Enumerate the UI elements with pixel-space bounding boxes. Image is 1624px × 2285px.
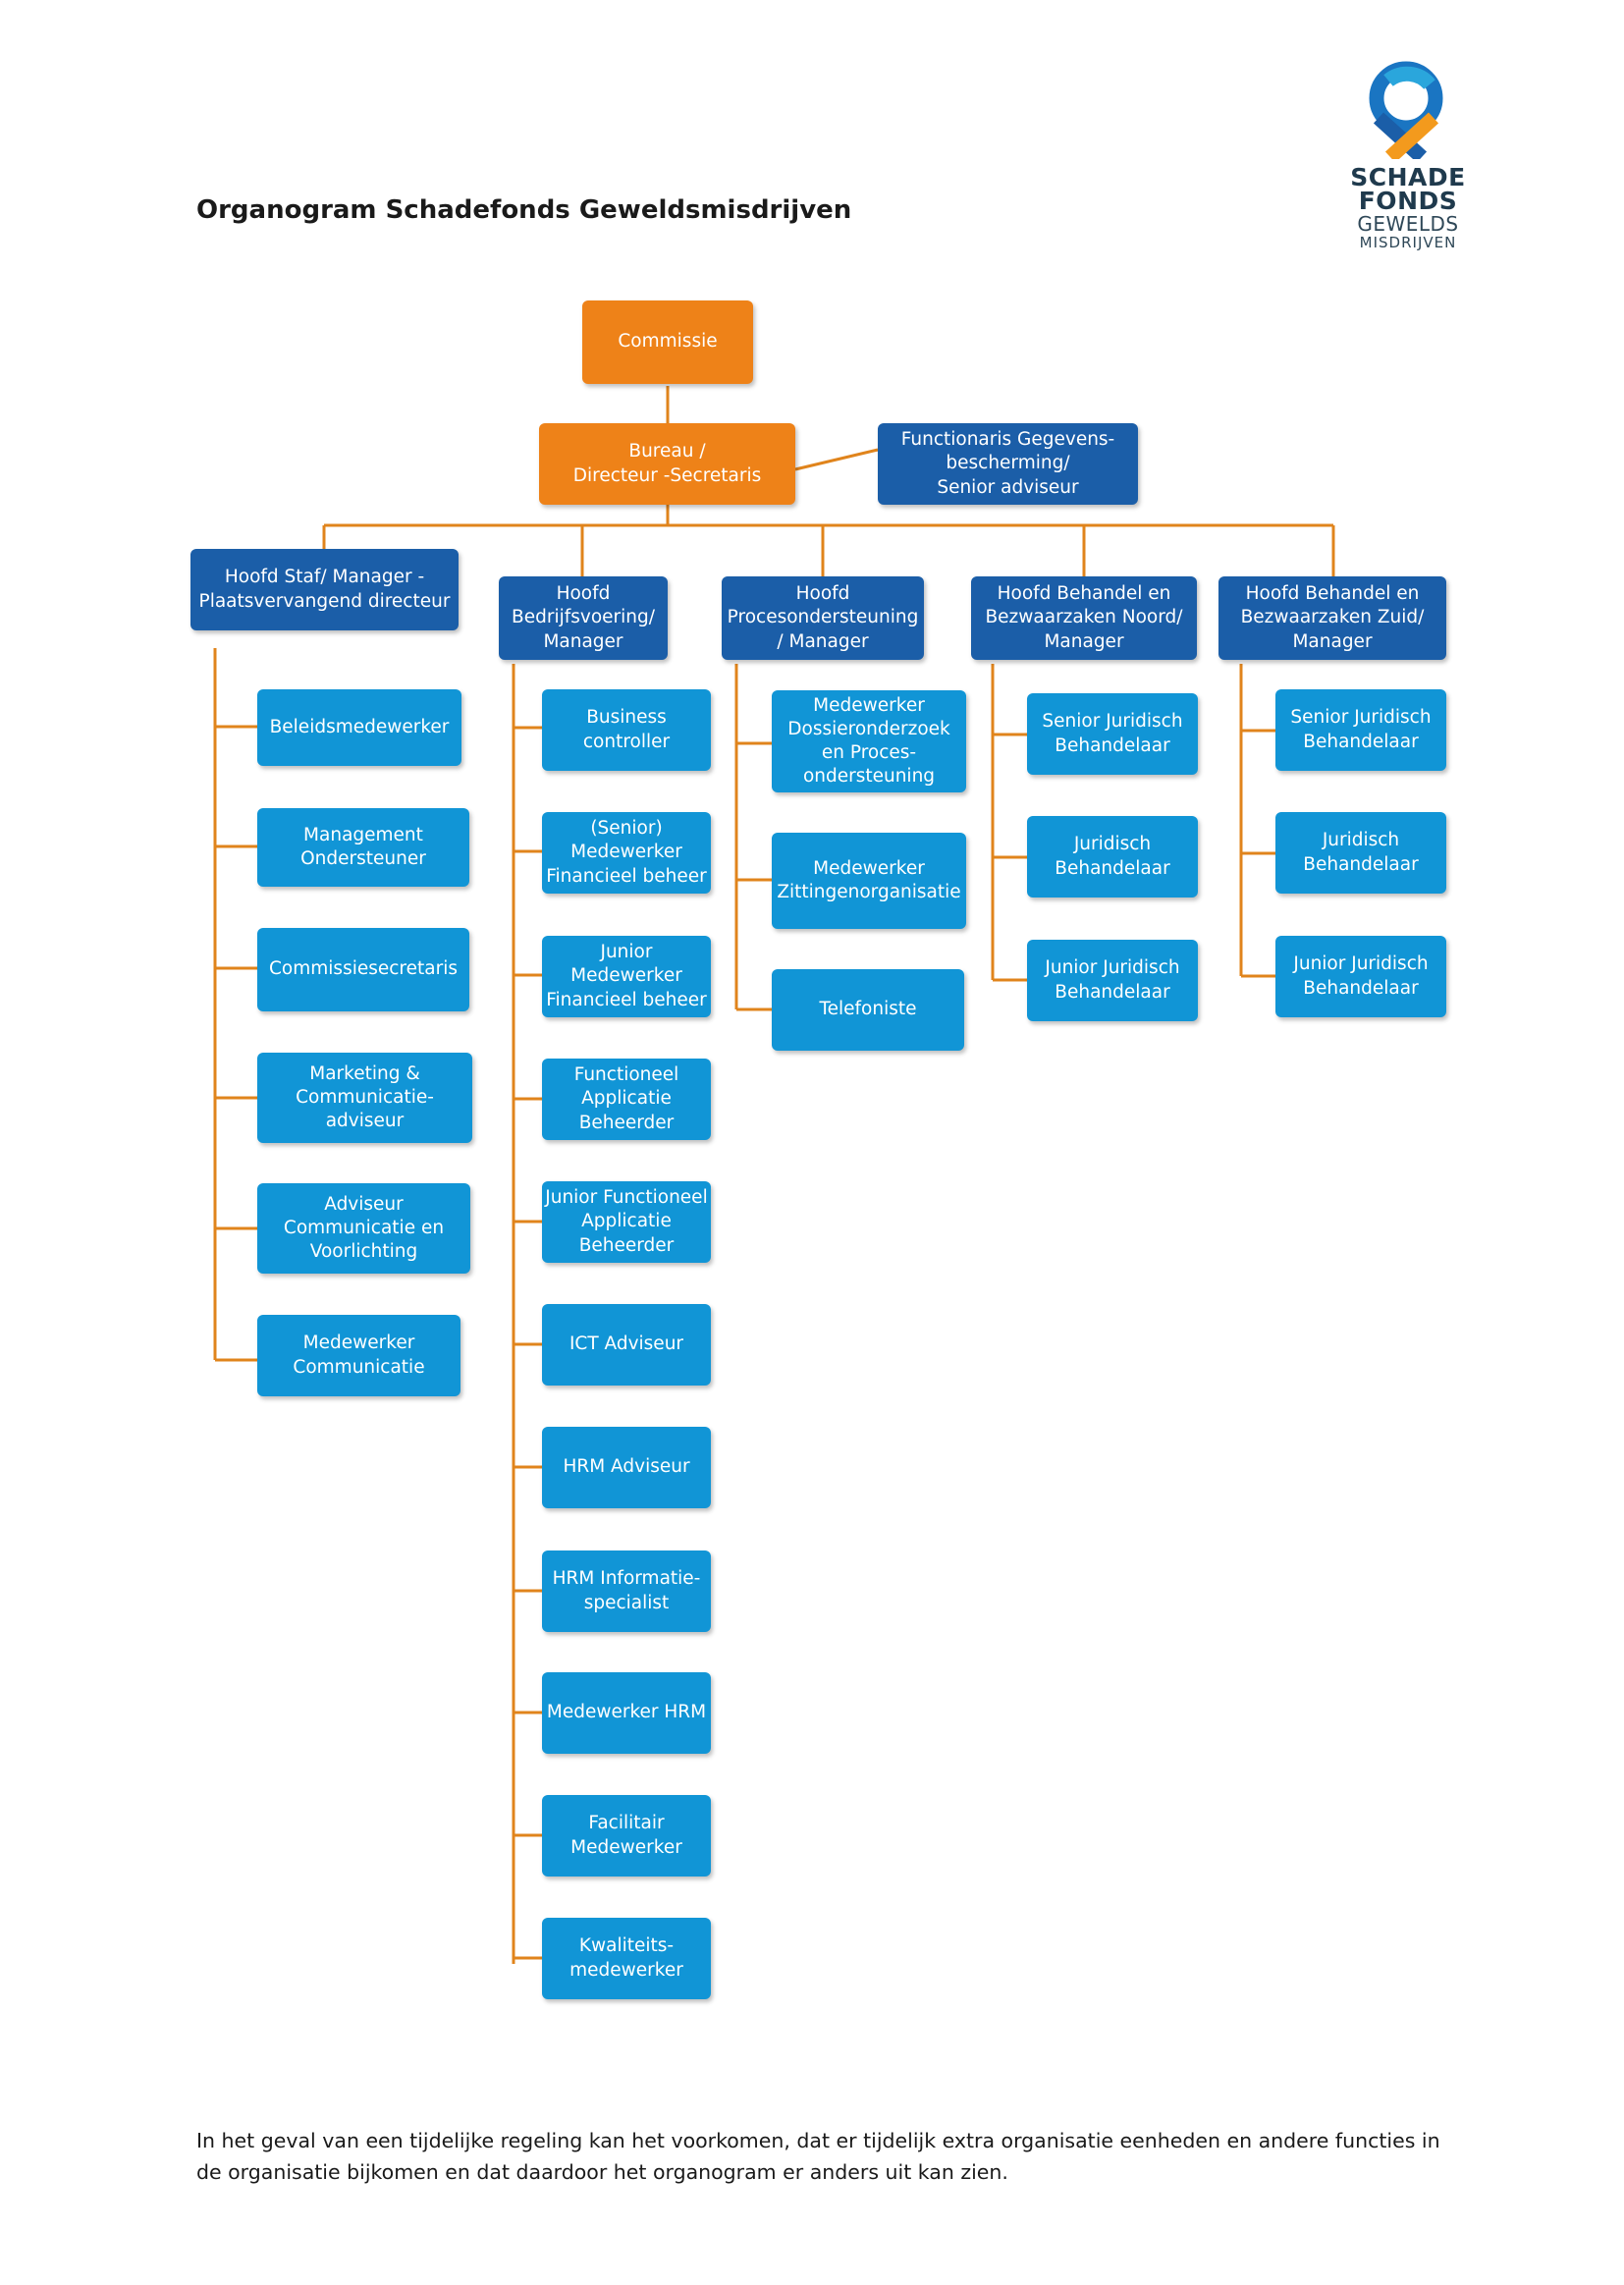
unit-bv-kwaliteitsmedewerker: Kwaliteits- medewerker [542, 1918, 711, 1999]
unit-bv-senior-medewerker-financieel: (Senior) Medewerker Financieel beheer [542, 812, 711, 894]
unit-bv-hrm-adviseur: HRM Adviseur [542, 1427, 711, 1508]
logo-icon [1369, 61, 1443, 159]
unit-noord-junior-juridisch-behandelaar: Junior Juridisch Behandelaar [1027, 940, 1198, 1021]
unit-staf-management-ondersteuner: Management Ondersteuner [257, 808, 469, 887]
logo-line-4: MISDRIJVEN [1359, 234, 1457, 251]
unit-staf-commissiesecretaris: Commissiesecretaris [257, 928, 469, 1011]
unit-bv-facilitair-medewerker: Facilitair Medewerker [542, 1795, 711, 1877]
unit-po-telefoniste: Telefoniste [772, 969, 964, 1051]
unit-po-medewerker-dossieronderzoek: Medewerker Dossieronderzoek en Proces- o… [772, 690, 966, 792]
unit-staf-beleidsmedewerker: Beleidsmedewerker [257, 689, 461, 766]
schadefonds-logo: SCHADE FONDS GEWELDS MISDRIJVEN [1349, 61, 1467, 257]
head-noord-box: Hoofd Behandel en Bezwaarzaken Noord/ Ma… [971, 576, 1197, 660]
head-zuid-box: Hoofd Behandel en Bezwaarzaken Zuid/ Man… [1218, 576, 1446, 660]
unit-zuid-junior-juridisch-behandelaar: Junior Juridisch Behandelaar [1275, 936, 1446, 1017]
unit-zuid-senior-juridisch-behandelaar: Senior Juridisch Behandelaar [1275, 689, 1446, 771]
unit-noord-juridisch-behandelaar: Juridisch Behandelaar [1027, 816, 1198, 898]
unit-bv-junior-medewerker-financieel: Junior Medewerker Financieel beheer [542, 936, 711, 1017]
unit-bv-junior-functioneel-applicatie-beheerder: Junior Functioneel Applicatie Beheerder [542, 1181, 711, 1263]
unit-bv-business-controller: Business controller [542, 689, 711, 771]
logo-line-2: FONDS [1358, 187, 1458, 215]
unit-bv-hrm-informatiespecialist: HRM Informatie- specialist [542, 1551, 711, 1632]
unit-staf-marketing-communicatie: Marketing & Communicatie- adviseur [257, 1053, 472, 1143]
head-procesondersteuning-box: Hoofd Procesondersteuning / Manager [722, 576, 924, 660]
page-title: Organogram Schadefonds Geweldsmisdrijven [196, 195, 852, 225]
unit-bv-functioneel-applicatie-beheerder: Functioneel Applicatie Beheerder [542, 1059, 711, 1140]
functionaris-gegevensbescherming-box: Functionaris Gegevens- bescherming/ Seni… [878, 423, 1138, 505]
unit-staf-adviseur-communicatie: Adviseur Communicatie en Voorlichting [257, 1183, 470, 1274]
unit-zuid-juridisch-behandelaar: Juridisch Behandelaar [1275, 812, 1446, 894]
head-staf-box: Hoofd Staf/ Manager - Plaatsvervangend d… [190, 549, 459, 630]
bureau-directeur-box: Bureau / Directeur -Secretaris [539, 423, 795, 505]
unit-bv-medewerker-hrm: Medewerker HRM [542, 1672, 711, 1754]
unit-noord-senior-juridisch-behandelaar: Senior Juridisch Behandelaar [1027, 693, 1198, 775]
logo-line-3: GEWELDS [1357, 212, 1459, 236]
head-bedrijfsvoering-box: Hoofd Bedrijfsvoering/ Manager [499, 576, 668, 660]
footer-note: In het geval van een tijdelijke regeling… [196, 2129, 1440, 2184]
unit-staf-medewerker-communicatie: Medewerker Communicatie [257, 1315, 460, 1396]
logo-line-1: SCHADE [1350, 163, 1466, 191]
unit-bv-ict-adviseur: ICT Adviseur [542, 1304, 711, 1386]
commissie-box: Commissie [582, 300, 753, 384]
unit-po-medewerker-zittingenorganisatie: Medewerker Zittingenorganisatie [772, 833, 966, 929]
